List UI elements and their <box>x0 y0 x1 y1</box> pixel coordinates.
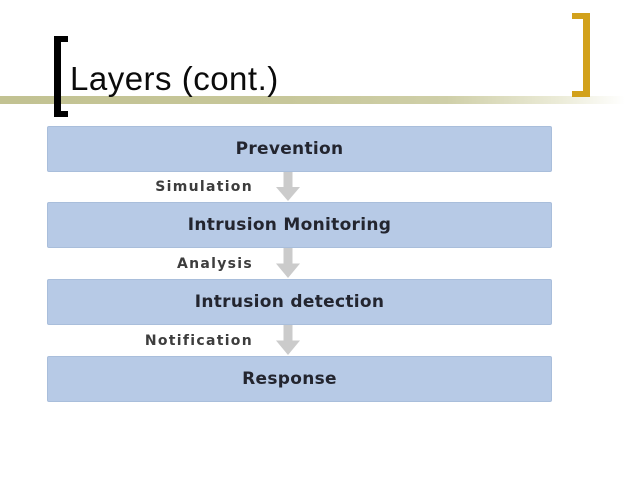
connector-simulation: Simulation <box>47 172 552 202</box>
connector-analysis: Analysis <box>47 248 552 279</box>
layer-box-label: Intrusion detection <box>194 292 385 312</box>
down-arrow-icon <box>276 172 300 201</box>
left-bracket-icon <box>54 36 68 117</box>
layer-box-response: Response <box>47 356 552 402</box>
layers-flow-diagram: Prevention Simulation Intrusion Monitori… <box>47 126 552 402</box>
layer-box-intrusion-detection: Intrusion detection <box>47 279 552 325</box>
connector-label: Notification <box>144 332 253 349</box>
connector-label: Analysis <box>176 255 253 272</box>
title-underline <box>0 96 638 104</box>
connector-notification: Notification <box>47 325 552 356</box>
down-arrow-icon <box>276 248 300 278</box>
layer-box-label: Response <box>242 369 337 389</box>
layer-box-intrusion-monitoring: Intrusion Monitoring <box>47 202 552 248</box>
layer-box-label: Prevention <box>235 139 344 159</box>
layer-box-prevention: Prevention <box>47 126 552 172</box>
down-arrow-icon <box>276 325 300 355</box>
page-title: Layers (cont.) <box>70 60 279 97</box>
connector-label: Simulation <box>155 179 253 195</box>
layer-box-label: Intrusion Monitoring <box>187 215 392 235</box>
right-bracket-icon <box>572 13 590 97</box>
